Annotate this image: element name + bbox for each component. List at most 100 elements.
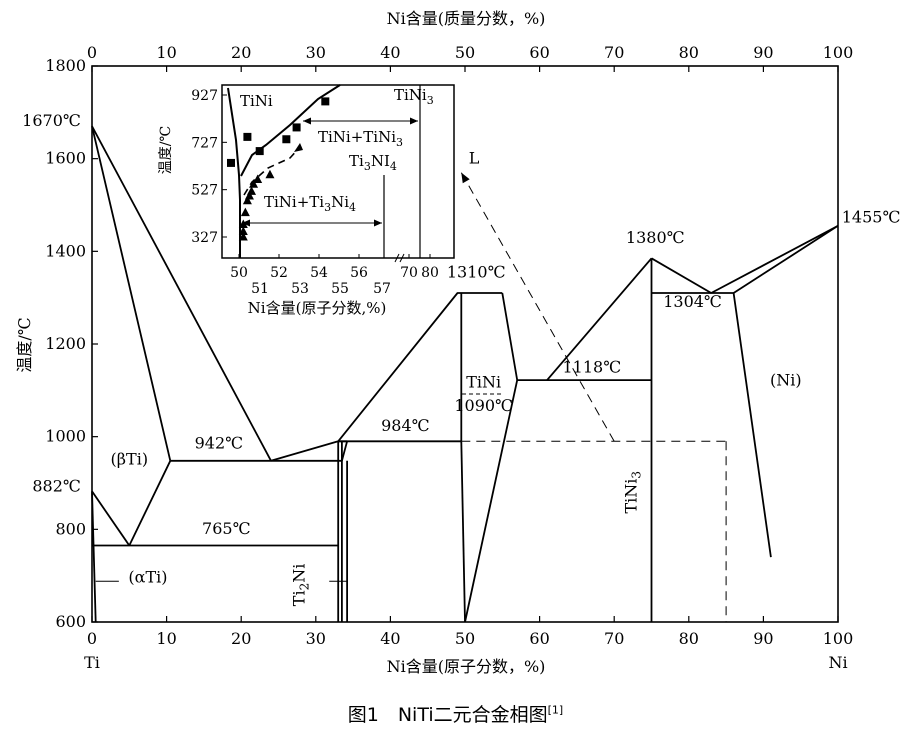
x-axis-title-bottom: Ni含量(原子分数，%) (387, 657, 546, 676)
phase-boundary-line (337, 292, 503, 442)
figure-caption: 图1 NiTi二元合金相图[1] (0, 700, 911, 727)
inset-y-tick-label: 327 (191, 230, 218, 246)
phase-boundary-line (91, 125, 272, 462)
x-axis-title-top: Ni含量(质量分数，%) (387, 9, 546, 28)
inset-y-tick-label: 927 (191, 88, 218, 104)
x-tick-label-top: 70 (604, 43, 624, 62)
inset-square-point (227, 158, 235, 167)
y-tick-label: 800 (55, 519, 86, 538)
phase-boundary-line (464, 379, 519, 623)
inset-x-tick-label: 54 (310, 265, 328, 281)
inset-y-tick-label: 727 (191, 135, 218, 151)
inset-label-ti3ni4-a: Ti (349, 152, 364, 170)
x-tick-label-top: 60 (529, 43, 549, 62)
inset-triangle-point (240, 207, 250, 217)
inset-x-tick-label: 70 (400, 265, 418, 281)
leader-arrowhead (461, 172, 470, 184)
x-tick-label-bottom: 100 (823, 629, 854, 648)
dashed-boundaries (460, 172, 727, 622)
inset-lines (227, 84, 421, 258)
inset-tini-boundary (227, 87, 241, 258)
inset-label-ti3ni4-b: NI (371, 152, 390, 170)
phase-label: (Ni) (770, 371, 802, 390)
inset-triangle-point (253, 174, 263, 183)
y-tick-label: 600 (55, 612, 86, 631)
x-tick-label-top: 10 (156, 43, 176, 62)
inset-triangle-point (238, 219, 248, 228)
inset-label-tini-tini3-text: TiNi+TiNi (318, 128, 396, 146)
inset-arrow-tini-tini3-head-left (303, 117, 311, 125)
inset-label-tini-ti3ni4-sub2: 4 (349, 201, 356, 214)
inset-frame (221, 84, 455, 259)
x-tick-label-bottom: 90 (753, 629, 773, 648)
inset-label-tini-ti3ni4-a: TiNi+Ti (264, 193, 324, 211)
x-tick-label-bottom: 30 (306, 629, 326, 648)
inset-x-tick-label: 52 (270, 265, 288, 281)
y-axis-title: 温度/℃ (15, 317, 34, 372)
x-tick-label-bottom: 40 (380, 629, 400, 648)
phase-label-part: TiNi (622, 479, 641, 514)
phase-label: TiNi (466, 373, 501, 392)
phase-boundary-line (91, 490, 131, 547)
phase-label: L (469, 148, 480, 167)
x-tick-label-bottom: 10 (156, 629, 176, 648)
inset-square-point (255, 147, 264, 156)
dashed-boundary-line (460, 172, 615, 442)
inset-label-ti3ni4-sub2: 4 (390, 160, 397, 173)
caption-text: 图1 NiTi二元合金相图 (347, 704, 548, 726)
inset-label-tini3-sub: 3 (427, 94, 434, 107)
phase-boundaries (91, 125, 839, 623)
inset-points (227, 97, 330, 241)
phase-boundary-line (91, 491, 97, 623)
phase-label: (αTi) (128, 568, 167, 587)
inset-triangle-point (247, 186, 256, 195)
x-tick-label-top: 90 (753, 43, 773, 62)
x-tick-label-top: 20 (231, 43, 251, 62)
phase-label: 1455℃ (842, 208, 901, 227)
phase-label: 1118℃ (563, 358, 622, 377)
inset-label-ti3ni4: Ti3NI4 (349, 152, 397, 173)
inset-square-point (282, 135, 291, 144)
inset-axis-break (399, 253, 405, 263)
phase-boundary-line (460, 441, 466, 623)
inset-triangle-point (238, 232, 248, 241)
inset-dashed-arrowhead (294, 143, 303, 152)
inset-x-tick-label: 50 (230, 265, 248, 281)
phase-label: 1310℃ (447, 263, 506, 282)
inset-label-tini-tini3-sub: 3 (396, 136, 403, 149)
axis-end-label-ni: Ni (828, 653, 847, 672)
x-tick-label-bottom: 20 (231, 629, 251, 648)
x-tick-label-bottom: 70 (604, 629, 624, 648)
inset-ti3ni4-solvus (243, 146, 301, 196)
phase-label: Ti2Ni (290, 564, 312, 607)
phase-boundary-line (651, 257, 712, 294)
y-tick-label: 1000 (45, 427, 86, 446)
phase-boundary-line (546, 257, 653, 381)
phase-boundary-line (270, 440, 339, 462)
inset-triangle-point (238, 226, 248, 236)
axis-end-label-ti: Ti (84, 653, 100, 672)
inset-triangle-point (244, 191, 254, 200)
x-tick-label-top: 30 (306, 43, 326, 62)
inset-arrow-tini-tini3-head-right (410, 117, 418, 125)
phase-label-subscript: 2 (298, 583, 312, 591)
x-tick-label-top: 40 (380, 43, 400, 62)
inset-label-tini-ti3ni4: TiNi+Ti3Ni4 (264, 193, 356, 214)
inset-axis-break (394, 253, 400, 263)
x-tick-label-top: 0 (87, 43, 97, 62)
inset-x-tick-label: 56 (350, 265, 368, 281)
inset-label-tini3: TiNi3 (394, 86, 434, 107)
inset-x-tick-label-row2: 57 (373, 281, 391, 297)
phase-label: 1090℃ (454, 396, 513, 415)
phase-label: 984℃ (381, 416, 429, 435)
x-tick-label-top: 50 (455, 43, 475, 62)
inset-label-tini3-text: TiNi (394, 86, 427, 104)
y-tick-label: 1600 (45, 149, 86, 168)
phase-label: 882℃ (32, 476, 80, 495)
phase-labels: 1670℃882℃942℃765℃984℃(βTi)(αTi)1310℃1380… (22, 111, 900, 606)
inset-solvus (240, 84, 341, 177)
